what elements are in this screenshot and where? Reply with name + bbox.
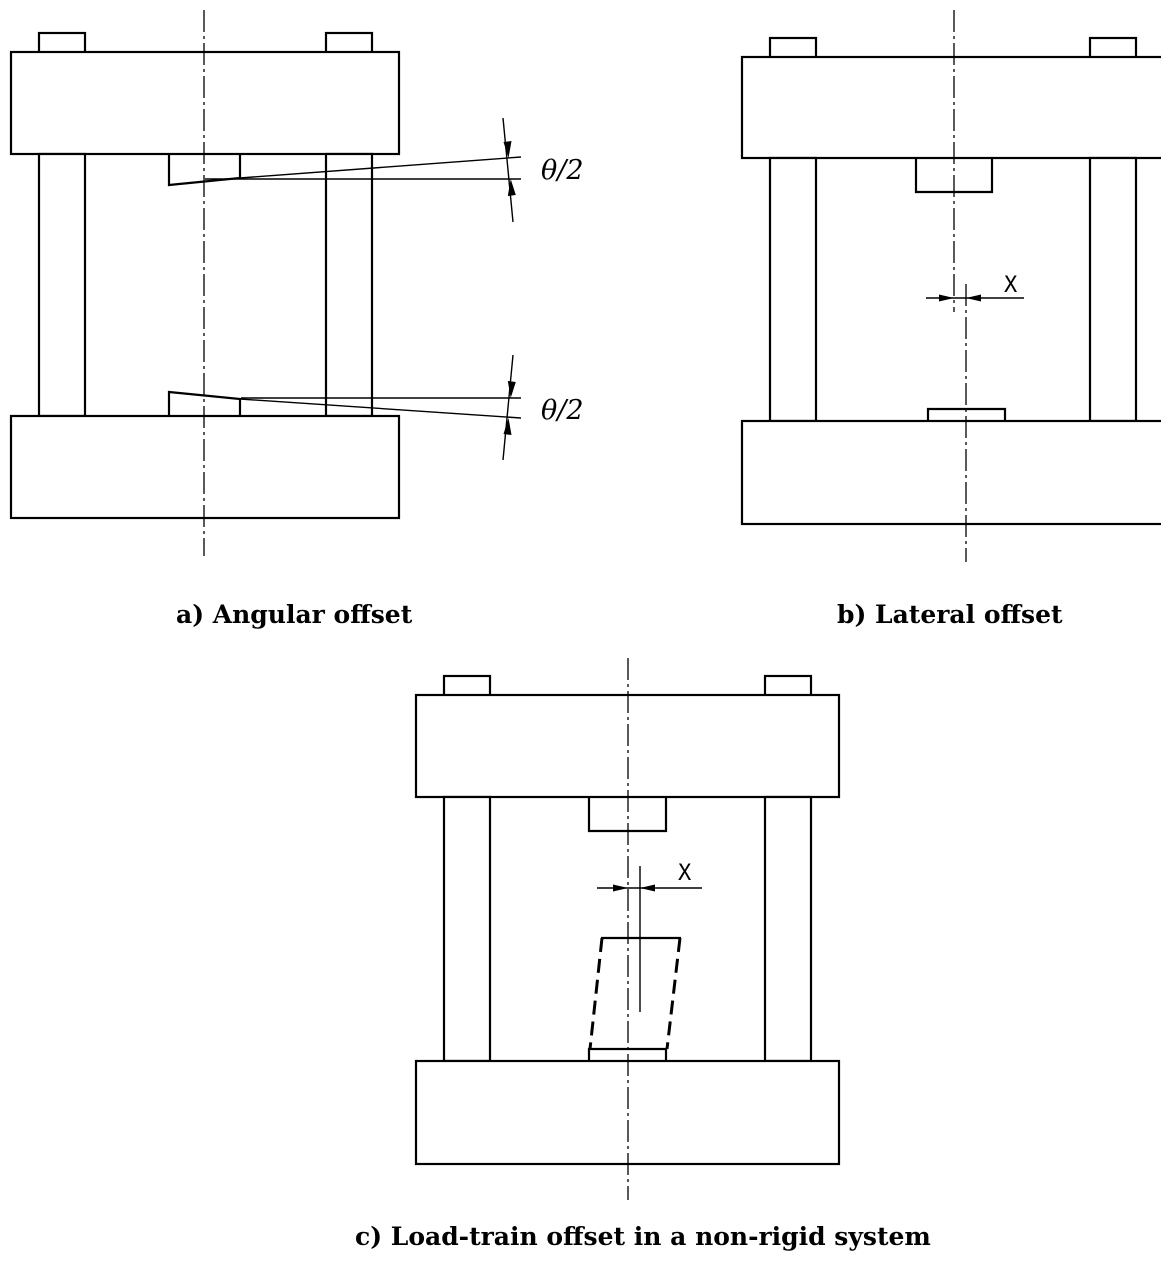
panel-b-right-column	[1088, 156, 1138, 423]
panel-c-caption: c) Load-train offset in a non-rigid syst…	[355, 1222, 931, 1251]
panel-c-arrow-left-icon	[640, 884, 655, 892]
panel-a-upper-crosshead	[9, 50, 401, 156]
panel-a-caption: a) Angular offset	[176, 600, 413, 629]
panel-a-lower-angle-label: θ/2	[541, 395, 584, 426]
panel-a-upper-arrow-up-icon	[507, 179, 516, 196]
panel-a-top-nut-left	[37, 31, 87, 55]
panel-a-base	[9, 414, 401, 520]
panel-a-lower-platen	[167, 390, 242, 416]
panel-c-arrow-right-icon	[613, 884, 628, 892]
panel-b-arrow-left-icon	[966, 294, 981, 302]
panel-c-right-column	[763, 795, 813, 1063]
panel-a-lower-dimension-leader	[502, 354, 514, 461]
panel-a-right-column	[324, 152, 374, 418]
panel-c-left-column	[442, 795, 492, 1063]
panel-b-caption: b) Lateral offset	[837, 600, 1063, 629]
panel-c-specimen-right-edge	[665, 937, 682, 1050]
panel-c-top-nut-left	[442, 674, 492, 698]
panel-b-upper-crosshead	[740, 55, 1161, 160]
panel-b-left-column	[768, 156, 818, 423]
panel-c-specimen-left-edge	[588, 937, 604, 1050]
panel-b-lateral-offset: X	[740, 10, 1161, 562]
panel-a-top-nut-right	[324, 31, 374, 55]
panel-b-top-nut-left	[768, 36, 818, 60]
panel-b-top-nut-right	[1088, 36, 1138, 60]
panel-a-upper-arrow-down-icon	[503, 141, 512, 158]
panel-b-base	[740, 419, 1161, 526]
panel-a-lower-arrow-up-icon	[503, 418, 512, 435]
panel-b-arrow-right-icon	[939, 294, 954, 302]
panel-a-lower-arrow-down-icon	[507, 381, 516, 398]
panel-a-upper-angle-label: θ/2	[541, 155, 584, 186]
panel-a-upper-dimension-leader	[502, 117, 514, 223]
panel-c-top-nut-right	[763, 674, 813, 698]
panel-a-lower-slope-extension	[239, 398, 522, 419]
panel-c-load-train-offset: X	[414, 658, 841, 1200]
panel-a-left-column	[37, 152, 87, 418]
panel-a-upper-slope-extension	[239, 156, 522, 179]
panel-a-angular-offset: θ/2 θ/2	[9, 10, 584, 556]
panel-c-offset-label: X	[678, 861, 692, 886]
panel-b-offset-label: X	[1004, 273, 1018, 298]
